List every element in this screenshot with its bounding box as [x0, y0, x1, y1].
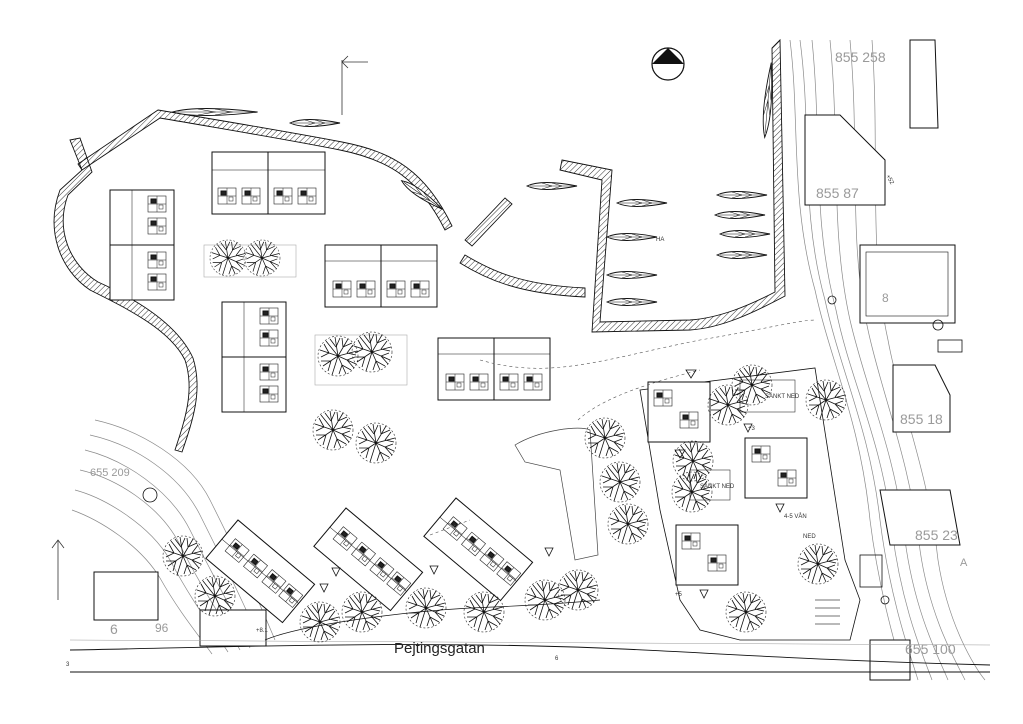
footpaths — [429, 319, 816, 536]
level-label-b: +5 — [675, 592, 683, 598]
harbour-quay — [53, 38, 786, 453]
residential-blocks — [109, 151, 551, 413]
parcel-label-87: 855 87 — [816, 185, 859, 201]
parcel-label-96: 96 — [155, 621, 169, 635]
neighbour-building-left — [93, 571, 267, 647]
entrance-markers — [319, 369, 785, 599]
street-number: 6 — [555, 656, 559, 662]
corner-number: 3 — [66, 662, 70, 668]
villas — [647, 381, 808, 586]
drawing-labels: Pejtingsgatan 6 3 +8.1 +52 855 258 855 8… — [66, 49, 968, 668]
floors-label: 4-5 VÅN — [784, 513, 807, 520]
harbour-elevation: +52 — [884, 174, 895, 186]
neighbour-buildings — [804, 39, 961, 681]
parcel-label-100: 655 100 — [905, 641, 956, 657]
parcel-label-258: 855 258 — [835, 49, 886, 65]
road-elevation: +8.1 — [256, 628, 269, 634]
pier-code: HA — [656, 237, 664, 243]
roads — [69, 599, 991, 673]
parking-lot — [514, 427, 840, 625]
parcel-label-209: 655 209 — [90, 467, 130, 479]
sunk-label-a: SÄNKT NED — [765, 393, 800, 400]
section-marker-icon — [51, 55, 368, 600]
parcel-label-23: 855 23 — [915, 527, 958, 543]
sunk-label-b: SÄNKT NED — [700, 483, 735, 490]
site-details — [142, 295, 963, 605]
north-arrow-icon — [651, 47, 685, 81]
wing-note: NED — [803, 534, 816, 540]
courtyard-outlines — [203, 244, 408, 386]
mark-a: A — [960, 557, 968, 569]
villa-plot-outline — [639, 367, 861, 641]
level-label-a: +3 — [748, 426, 756, 432]
plot-small-rects — [689, 379, 796, 501]
mark-8: 8 — [882, 291, 889, 305]
parcel-label-6: 6 — [110, 621, 118, 637]
parcel-label-18: 855 18 — [900, 411, 943, 427]
row-houses — [205, 497, 534, 624]
street-name: Pejtingsgatan — [394, 640, 485, 657]
